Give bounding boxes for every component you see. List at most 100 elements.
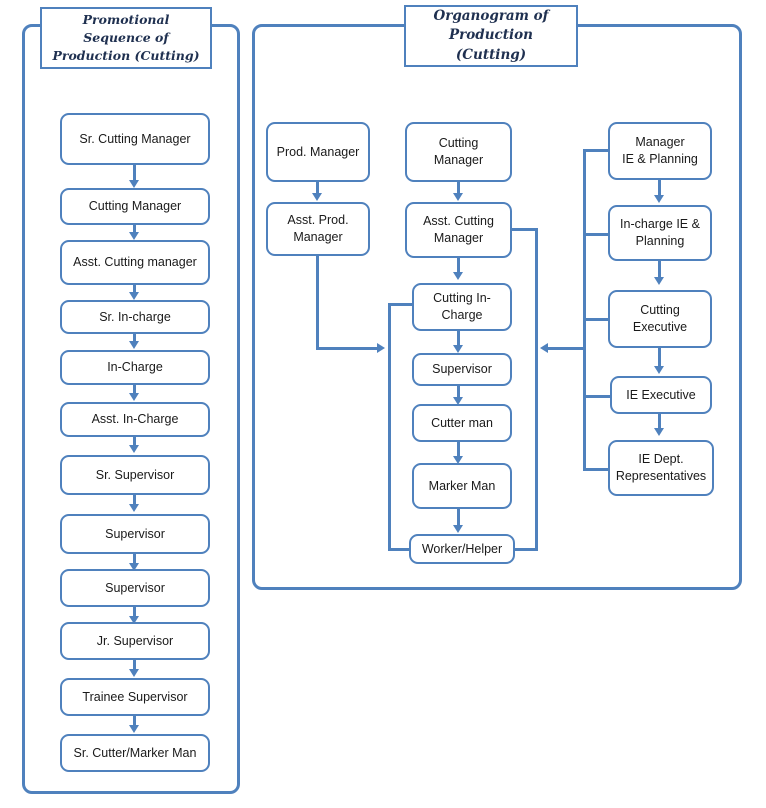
node-sr-in-charge[interactable]: Sr. In-charge: [60, 300, 210, 334]
arrowhead-ie-4: [654, 428, 664, 436]
connector-ie-to-cutting: [548, 347, 584, 350]
node-asst-cutting-manager-left[interactable]: Asst. Cutting manager: [60, 240, 210, 285]
node-cutter-man[interactable]: Cutter man: [412, 404, 512, 442]
connector-left-spine: [388, 303, 391, 551]
arrowhead-ie-to-cutting: [540, 343, 548, 353]
arrowhead-left-3: [129, 292, 139, 300]
arrowhead-left-8: [129, 563, 139, 571]
arrowhead-cut-5: [453, 456, 463, 464]
node-supervisor-2[interactable]: Supervisor: [60, 569, 210, 607]
asst-cutting-manager-line1: Asst. Cutting: [423, 214, 494, 229]
connector-right-spine-into-worker: [512, 548, 538, 551]
connector-left-7: [133, 495, 136, 506]
arrowhead-left-1: [129, 180, 139, 188]
arrowhead-cut-2: [453, 272, 463, 280]
connector-left-5: [133, 385, 136, 395]
connector-left-2: [133, 225, 136, 234]
node-sr-supervisor[interactable]: Sr. Supervisor: [60, 455, 210, 495]
connector-ie-1: [658, 180, 661, 197]
node-in-charge-ie-planning[interactable]: In-charge IE & Planning: [608, 205, 712, 261]
node-ie-dept-representatives[interactable]: IE Dept. Representatives: [608, 440, 714, 496]
arrowhead-ie-3: [654, 366, 664, 374]
connector-left-1: [133, 165, 136, 181]
connector-prod-drop: [316, 256, 319, 350]
connector-left-6: [133, 437, 136, 447]
node-jr-supervisor[interactable]: Jr. Supervisor: [60, 622, 210, 660]
connector-cut-2: [457, 258, 460, 274]
connector-ie-3: [658, 348, 661, 368]
cutting-manager-line2: Manager: [433, 153, 484, 167]
node-marker-man[interactable]: Marker Man: [412, 463, 512, 509]
connector-ie-stub-2: [583, 233, 610, 236]
cutting-executive-line1: Cutting: [640, 303, 680, 318]
asst-prod-manager-line2: Manager: [293, 230, 343, 244]
arrowhead-cut-3: [453, 345, 463, 353]
in-charge-ie-line1: In-charge IE &: [620, 217, 700, 232]
node-supervisor-1[interactable]: Supervisor: [60, 514, 210, 554]
connector-cut-6: [457, 509, 460, 527]
connector-left-3: [133, 285, 136, 294]
in-charge-ie-line2: Planning: [635, 234, 685, 248]
arrowhead-ie-1: [654, 195, 664, 203]
organogram-title: Organogram of Production (Cutting): [404, 5, 578, 67]
connector-left-8: [133, 554, 136, 565]
arrowhead-cut-1: [453, 193, 463, 201]
cutting-in-charge-line1: Cutting In-: [433, 291, 491, 306]
node-sr-cutter-marker-man[interactable]: Sr. Cutter/Marker Man: [60, 734, 210, 772]
node-asst-in-charge[interactable]: Asst. In-Charge: [60, 402, 210, 437]
arrowhead-left-6: [129, 445, 139, 453]
connector-left-spine-into-worker: [388, 548, 414, 551]
arrowhead-ie-2: [654, 277, 664, 285]
connector-prod-across: [316, 347, 378, 350]
organogram-title-line2: Production (Cutting): [449, 27, 533, 63]
node-cutting-manager[interactable]: Cutting Manager: [405, 122, 512, 182]
arrowhead-left-10: [129, 669, 139, 677]
arrowhead-cut-4: [453, 397, 463, 405]
connector-asst-cut-right: [510, 228, 538, 231]
connector-ie-stub-5: [583, 468, 610, 471]
connector-prod-1: [316, 182, 319, 195]
node-cutting-manager-left[interactable]: Cutting Manager: [60, 188, 210, 225]
asst-cutting-manager-line2: Manager: [433, 231, 484, 245]
manager-ie-line2: IE & Planning: [622, 152, 698, 166]
manager-ie-line1: Manager: [635, 135, 685, 150]
connector-cut-in-charge-left: [388, 303, 414, 306]
arrowhead-prod-into-cutting: [377, 343, 385, 353]
connector-right-spine: [535, 228, 538, 551]
node-ie-executive[interactable]: IE Executive: [610, 376, 712, 414]
connector-cut-3: [457, 331, 460, 347]
node-cutting-executive[interactable]: Cutting Executive: [608, 290, 712, 348]
arrowhead-left-2: [129, 232, 139, 240]
cutting-manager-line1: Cutting: [438, 136, 479, 151]
node-worker-helper[interactable]: Worker/Helper: [409, 534, 515, 564]
node-prod-manager[interactable]: Prod. Manager: [266, 122, 370, 182]
node-sr-cutting-manager[interactable]: Sr. Cutting Manager: [60, 113, 210, 165]
connector-ie-4: [658, 414, 661, 430]
connector-cut-4: [457, 386, 460, 399]
arrowhead-prod-1: [312, 193, 322, 201]
node-supervisor-cutting[interactable]: Supervisor: [412, 353, 512, 386]
node-asst-prod-manager[interactable]: Asst. Prod. Manager: [266, 202, 370, 256]
connector-left-4: [133, 334, 136, 343]
cutting-executive-line2: Executive: [632, 320, 688, 334]
ie-dept-line2: Representatives: [615, 469, 707, 483]
connector-cut-1: [457, 182, 460, 195]
connector-ie-spine: [583, 149, 586, 471]
node-asst-cutting-manager[interactable]: Asst. Cutting Manager: [405, 202, 512, 258]
organogram-title-line1: Organogram of: [433, 7, 549, 24]
connector-left-11: [133, 716, 136, 727]
node-cutting-in-charge[interactable]: Cutting In- Charge: [412, 283, 512, 331]
arrowhead-left-4: [129, 341, 139, 349]
node-manager-ie-planning[interactable]: Manager IE & Planning: [608, 122, 712, 180]
arrowhead-left-7: [129, 504, 139, 512]
connector-ie-stub-3: [583, 318, 610, 321]
arrowhead-left-5: [129, 393, 139, 401]
connector-ie-stub-4: [583, 395, 612, 398]
connector-left-10: [133, 660, 136, 671]
node-in-charge[interactable]: In-Charge: [60, 350, 210, 385]
asst-prod-manager-line1: Asst. Prod.: [287, 213, 349, 228]
promotional-title-line1: Promotional Sequence of: [82, 11, 170, 45]
node-trainee-supervisor[interactable]: Trainee Supervisor: [60, 678, 210, 716]
connector-cut-5: [457, 442, 460, 458]
arrowhead-cut-6: [453, 525, 463, 533]
